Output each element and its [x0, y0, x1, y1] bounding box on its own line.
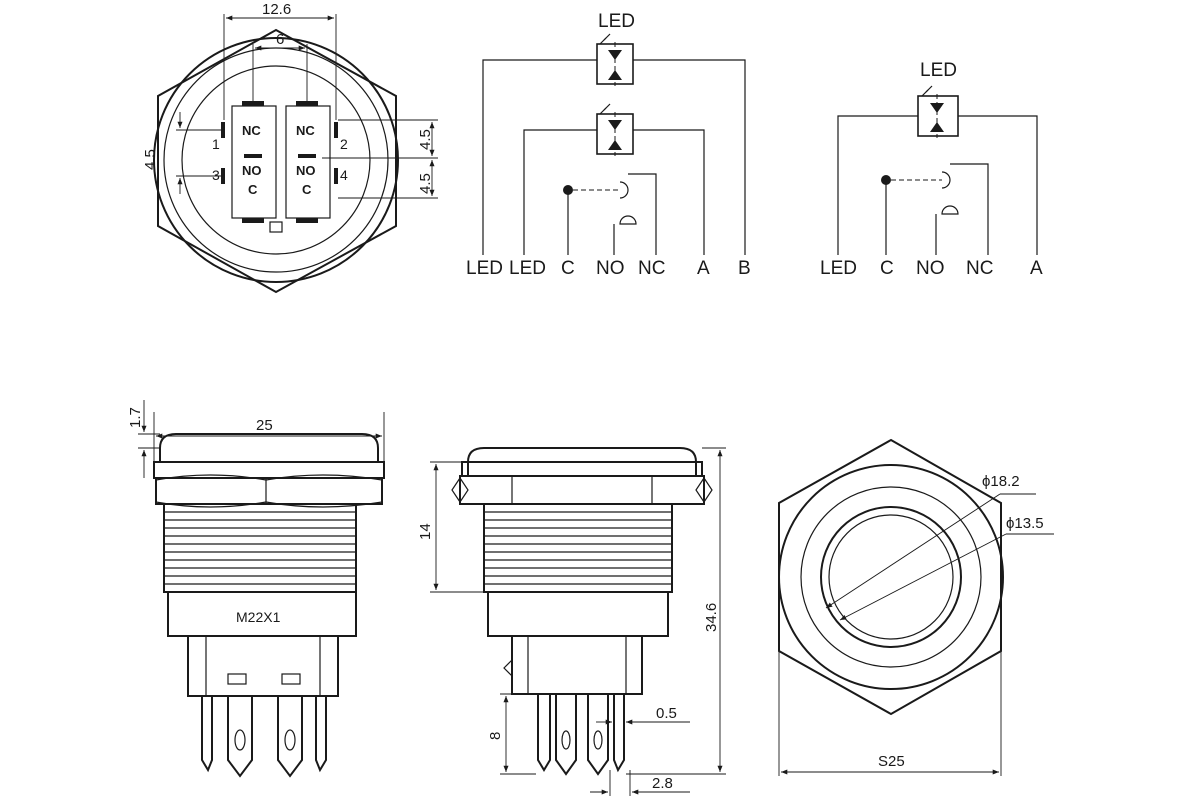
pin-number-1: 1 [212, 136, 220, 152]
pin-label-no-right: NO [296, 163, 316, 178]
schematic-a-terminal-6: A [697, 258, 710, 279]
dim-side-total: 34.6 [703, 603, 720, 632]
pin-number-2: 2 [340, 136, 348, 152]
led-pin-1 [221, 122, 225, 138]
dim-top-pitch-left: 4.5 [142, 149, 159, 170]
contact-block-right: NC NO C [285, 101, 331, 223]
thread-lines [164, 511, 356, 585]
led-pin-2 [334, 122, 338, 138]
schematic-b-terminal-3: NO [916, 258, 945, 279]
end-view: ϕ18.2 ϕ13.5 S25 [778, 438, 1054, 776]
led-symbol-1 [596, 33, 634, 86]
dim-side-pin-width: 2.8 [652, 775, 673, 792]
contact-block-left: NC NO C [231, 101, 277, 223]
schematic-b-led-label: LED [920, 60, 957, 81]
schematic-b-terminal-4: NC [966, 258, 993, 279]
side-thread-lines [484, 511, 672, 585]
schematic-a-terminal-7: B [738, 258, 751, 279]
dim-end-hex: S25 [878, 753, 905, 770]
schematic-one-led: LED LED C NO NC A [820, 60, 1043, 279]
dim-front-width: 25 [256, 417, 273, 434]
dim-side-pin-thickness: 0.5 [656, 705, 677, 722]
front-view: M22X1 25 1.7 [127, 400, 385, 778]
pin-label-nc-right: NC [296, 123, 315, 138]
dim-top-width: 12.6 [262, 1, 291, 18]
schematic-a-terminal-4: NO [596, 258, 625, 279]
schematic-a-led-label: LED [598, 11, 635, 32]
dim-side-pin-length: 8 [487, 732, 504, 740]
dim-top-inner: 6 [276, 31, 284, 48]
schematic-b-terminals: LED C NO NC A [820, 258, 1043, 279]
dim-end-inner-diameter: ϕ13.5 [1006, 515, 1044, 532]
top-view: NC NO C NC NO C 1 3 2 4 12.6 [142, 1, 438, 294]
thread-spec-label: M22X1 [236, 609, 281, 625]
schematic-b-terminal-2: C [880, 258, 894, 279]
pin-label-c-left: C [248, 182, 258, 197]
pin-number-4: 4 [340, 167, 348, 183]
pin-number-3: 3 [212, 167, 220, 183]
schematic-a-terminal-1: LED [466, 258, 503, 279]
schematic-a-terminal-5: NC [638, 258, 665, 279]
schematic-a-terminals: LED LED C NO NC A B [466, 258, 751, 279]
pin-label-nc-left: NC [242, 123, 261, 138]
dim-front-top: 1.7 [127, 407, 144, 428]
led-symbol-2 [596, 103, 634, 156]
dim-end-outer-diameter: ϕ18.2 [982, 473, 1020, 490]
schematic-a-terminal-2: LED [509, 258, 546, 279]
schematic-b-terminal-1: LED [820, 258, 857, 279]
led-pin-3 [221, 168, 225, 184]
side-view: 14 34.6 8 0.5 2.8 [417, 447, 726, 796]
led-pin-4 [334, 168, 338, 184]
dim-top-pitch-right-top: 4.5 [417, 129, 434, 150]
schematic-two-led: LED LED L [466, 11, 751, 279]
pin-label-no-left: NO [242, 163, 262, 178]
led-symbol-3 [917, 85, 959, 138]
dim-top-pitch-right-bottom: 4.5 [417, 173, 434, 194]
schematic-a-terminal-3: C [561, 258, 575, 279]
dim-side-body: 14 [417, 523, 434, 540]
pin-label-c-right: C [302, 182, 312, 197]
schematic-b-terminal-5: A [1030, 258, 1043, 279]
